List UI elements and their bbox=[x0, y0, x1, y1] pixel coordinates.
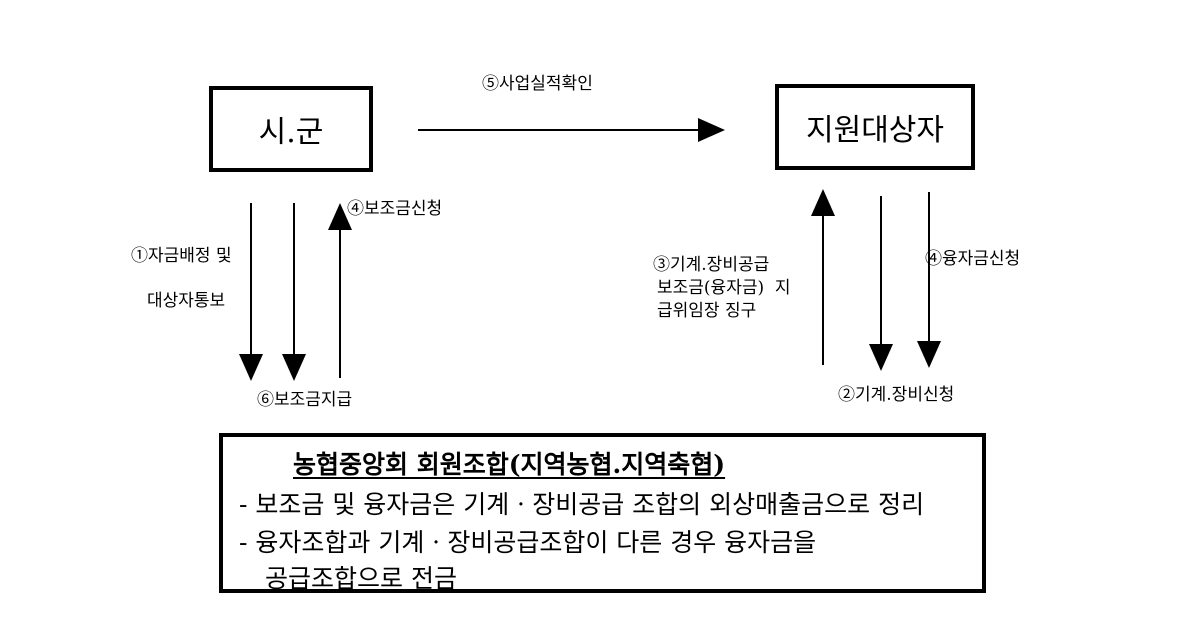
arrowhead-step4-subsidy bbox=[328, 203, 352, 230]
arrowhead-step5 bbox=[698, 118, 725, 142]
node-nh-member-union-title: 농협중앙회 회원조합(지역농협.지역축협) bbox=[293, 450, 726, 479]
node-sigun-label: 시.군 bbox=[258, 115, 324, 150]
node-sigun: 시.군 bbox=[209, 86, 373, 172]
note-line: 공급조합으로 전금 bbox=[265, 564, 457, 593]
node-support-target: 지원대상자 bbox=[775, 84, 975, 170]
label-step3-line2: 보조금(융자금) 지 bbox=[657, 278, 791, 298]
label-step4-subsidy: ④보조금신청 bbox=[347, 199, 443, 219]
arrowhead-step3 bbox=[811, 189, 835, 216]
label-step6: ⑥보조금지급 bbox=[257, 390, 353, 410]
label-step2: ②기계.장비신청 bbox=[838, 385, 955, 405]
arrowhead-step1-b bbox=[282, 354, 306, 381]
label-step3-line1: ③기계.장비공급 bbox=[653, 255, 770, 275]
label-step1-line2: 대상자통보 bbox=[147, 291, 226, 311]
label-step5: ⑤사업실적확인 bbox=[482, 74, 593, 94]
arrowhead-step4-loan bbox=[917, 341, 941, 368]
node-support-target-label: 지원대상자 bbox=[806, 113, 944, 148]
note-line: - 융자조합과 기계ㆍ장비공급조합이 다른 경우 융자금을 bbox=[239, 528, 817, 557]
label-step3-line3: 급위임장 징구 bbox=[657, 301, 757, 321]
arrowhead-step1-a bbox=[239, 354, 263, 381]
node-nh-member-union: 농협중앙회 회원조합(지역농협.지역축협) - 보조금 및 융자금은 기계ㆍ장비… bbox=[219, 433, 986, 593]
label-step4-loan: ④융자금신청 bbox=[925, 249, 1021, 269]
label-step1-line1: ①자금배정 및 bbox=[131, 246, 232, 266]
note-line: - 보조금 및 융자금은 기계ㆍ장비공급 조합의 외상매출금으로 정리 bbox=[239, 490, 925, 519]
arrowhead-step2 bbox=[869, 344, 893, 371]
